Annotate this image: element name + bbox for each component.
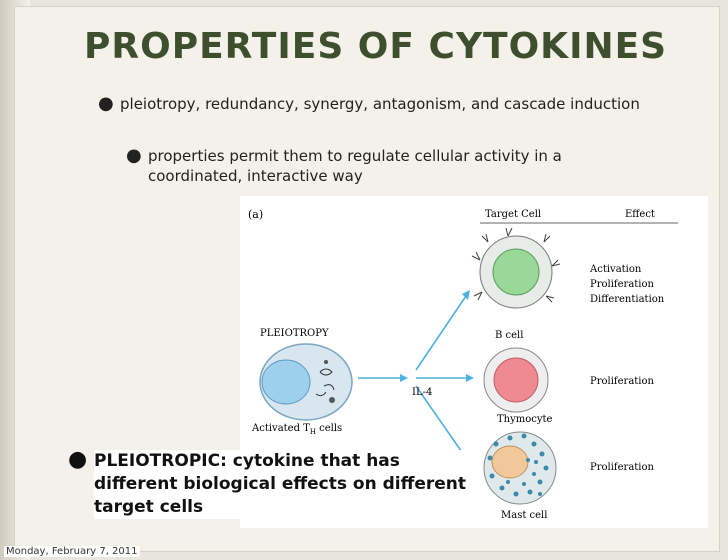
thymocyte-effect: Proliferation [590,376,655,387]
mast-cell-label: Mast cell [501,510,547,521]
left-title: PLEIOTROPY [260,328,329,339]
bullet-text: PLEIOTROPIC: cytokine that has different… [94,451,467,517]
th-cell [259,343,353,421]
panel-label: (a) [248,208,263,221]
b-cell [471,227,561,309]
bullet-text: properties permit them to regulate cellu… [148,147,562,185]
b-cell-label: B cell [495,330,523,341]
bullet-dot-icon: ● [126,145,142,166]
b-cell-effect-3: Differentiation [590,294,665,305]
bullet-dot-icon: ● [98,93,114,114]
thymocyte-label: Thymocyte [497,414,553,425]
col-target-cell: Target Cell [485,209,541,220]
bullet-properties: ● pleiotropy, redundancy, synergy, antag… [98,94,640,114]
col-effect: Effect [625,209,655,220]
source-cell-label: Activated TH cells [251,423,342,436]
slide-title: PROPERTIES OF CYTOKINES [84,26,668,67]
arrows [358,295,468,459]
bullet-dot-icon: ● [68,447,88,472]
thymocyte-cell [483,347,549,413]
cytokine-label: IL-4 [412,387,432,398]
mast-cell [483,431,557,505]
bullet-text: pleiotropy, redundancy, synergy, antagon… [120,95,640,113]
pleiotropy-figure: (a) Target Cell Effect PLEIOTROPY Activa… [240,196,708,528]
mast-cell-effect: Proliferation [590,462,655,473]
footer-date: Monday, February 7, 2011 [4,546,140,557]
b-cell-effect-2: Proliferation [590,279,655,290]
bullet-regulation: ● properties permit them to regulate cel… [126,146,618,186]
b-cell-effect-1: Activation [589,264,642,275]
bullet-pleiotropic-definition: ● PLEIOTROPIC: cytokine that has differe… [68,448,474,519]
